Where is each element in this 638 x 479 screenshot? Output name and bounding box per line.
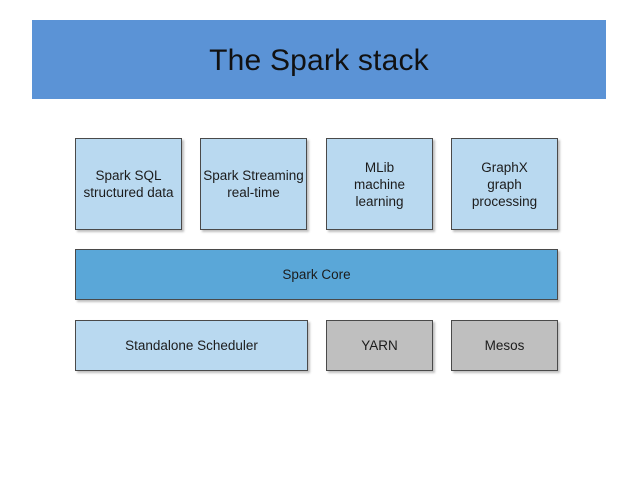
mlib-sublabel-1: machine [353, 176, 406, 192]
spark-streaming-label: Spark Streaming [203, 168, 304, 183]
standalone-scheduler-label: Standalone Scheduler [125, 338, 258, 353]
yarn-box: YARN [326, 320, 433, 371]
spark-sql-sublabel: structured data [83, 185, 174, 200]
graphx-sublabel-1: graph [487, 176, 522, 192]
graphx-box: GraphX graph processing [451, 138, 558, 230]
standalone-scheduler-box: Standalone Scheduler [75, 320, 308, 371]
mlib-label: MLib [364, 159, 395, 175]
slide-title: The Spark stack [209, 43, 429, 77]
spark-sql-label: Spark SQL [95, 168, 162, 183]
mlib-box: MLib machine learning [326, 138, 433, 230]
graphx-sublabel-2: processing [471, 193, 538, 209]
spark-sql-box: Spark SQL structured data [75, 138, 182, 230]
spark-streaming-sublabel: real-time [227, 185, 280, 200]
yarn-label: YARN [361, 338, 398, 353]
spark-core-box: Spark Core [75, 249, 558, 300]
spark-streaming-box: Spark Streaming real-time [200, 138, 307, 230]
title-bar: The Spark stack [32, 20, 606, 99]
mesos-label: Mesos [484, 338, 525, 353]
spark-core-label: Spark Core [282, 267, 351, 282]
graphx-label: GraphX [481, 159, 528, 175]
mlib-sublabel-2: learning [355, 193, 404, 209]
mesos-box: Mesos [451, 320, 558, 371]
